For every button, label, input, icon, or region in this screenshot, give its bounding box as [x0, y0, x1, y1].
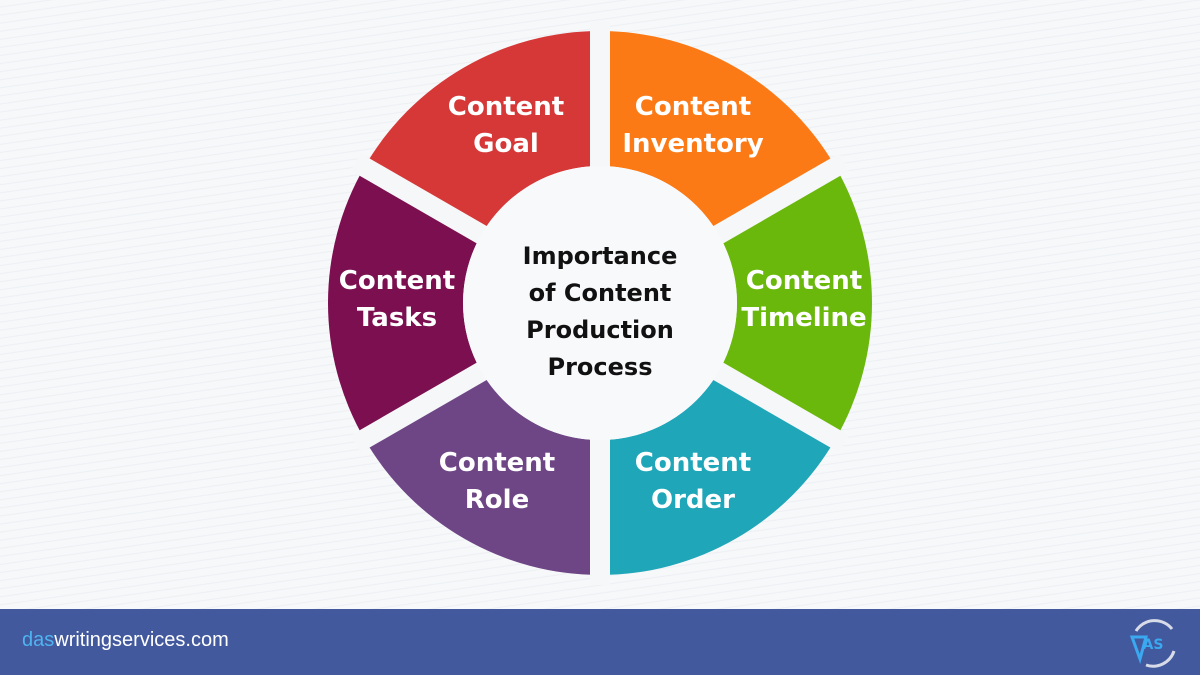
segment-timeline: [718, 167, 872, 439]
das-logo-icon: AS: [1129, 619, 1176, 668]
segment-role: [364, 371, 600, 575]
segment-order: [600, 371, 836, 575]
segment-goal: [364, 31, 600, 235]
segment-tasks: [328, 167, 482, 439]
process-wheel: [328, 31, 872, 575]
svg-text:AS: AS: [1143, 637, 1164, 653]
segment-inventory: [600, 31, 836, 235]
center-circle: [463, 166, 737, 440]
footer-band: daswritingservices.com AS: [0, 609, 1200, 675]
site-url[interactable]: daswritingservices.com: [22, 629, 229, 651]
